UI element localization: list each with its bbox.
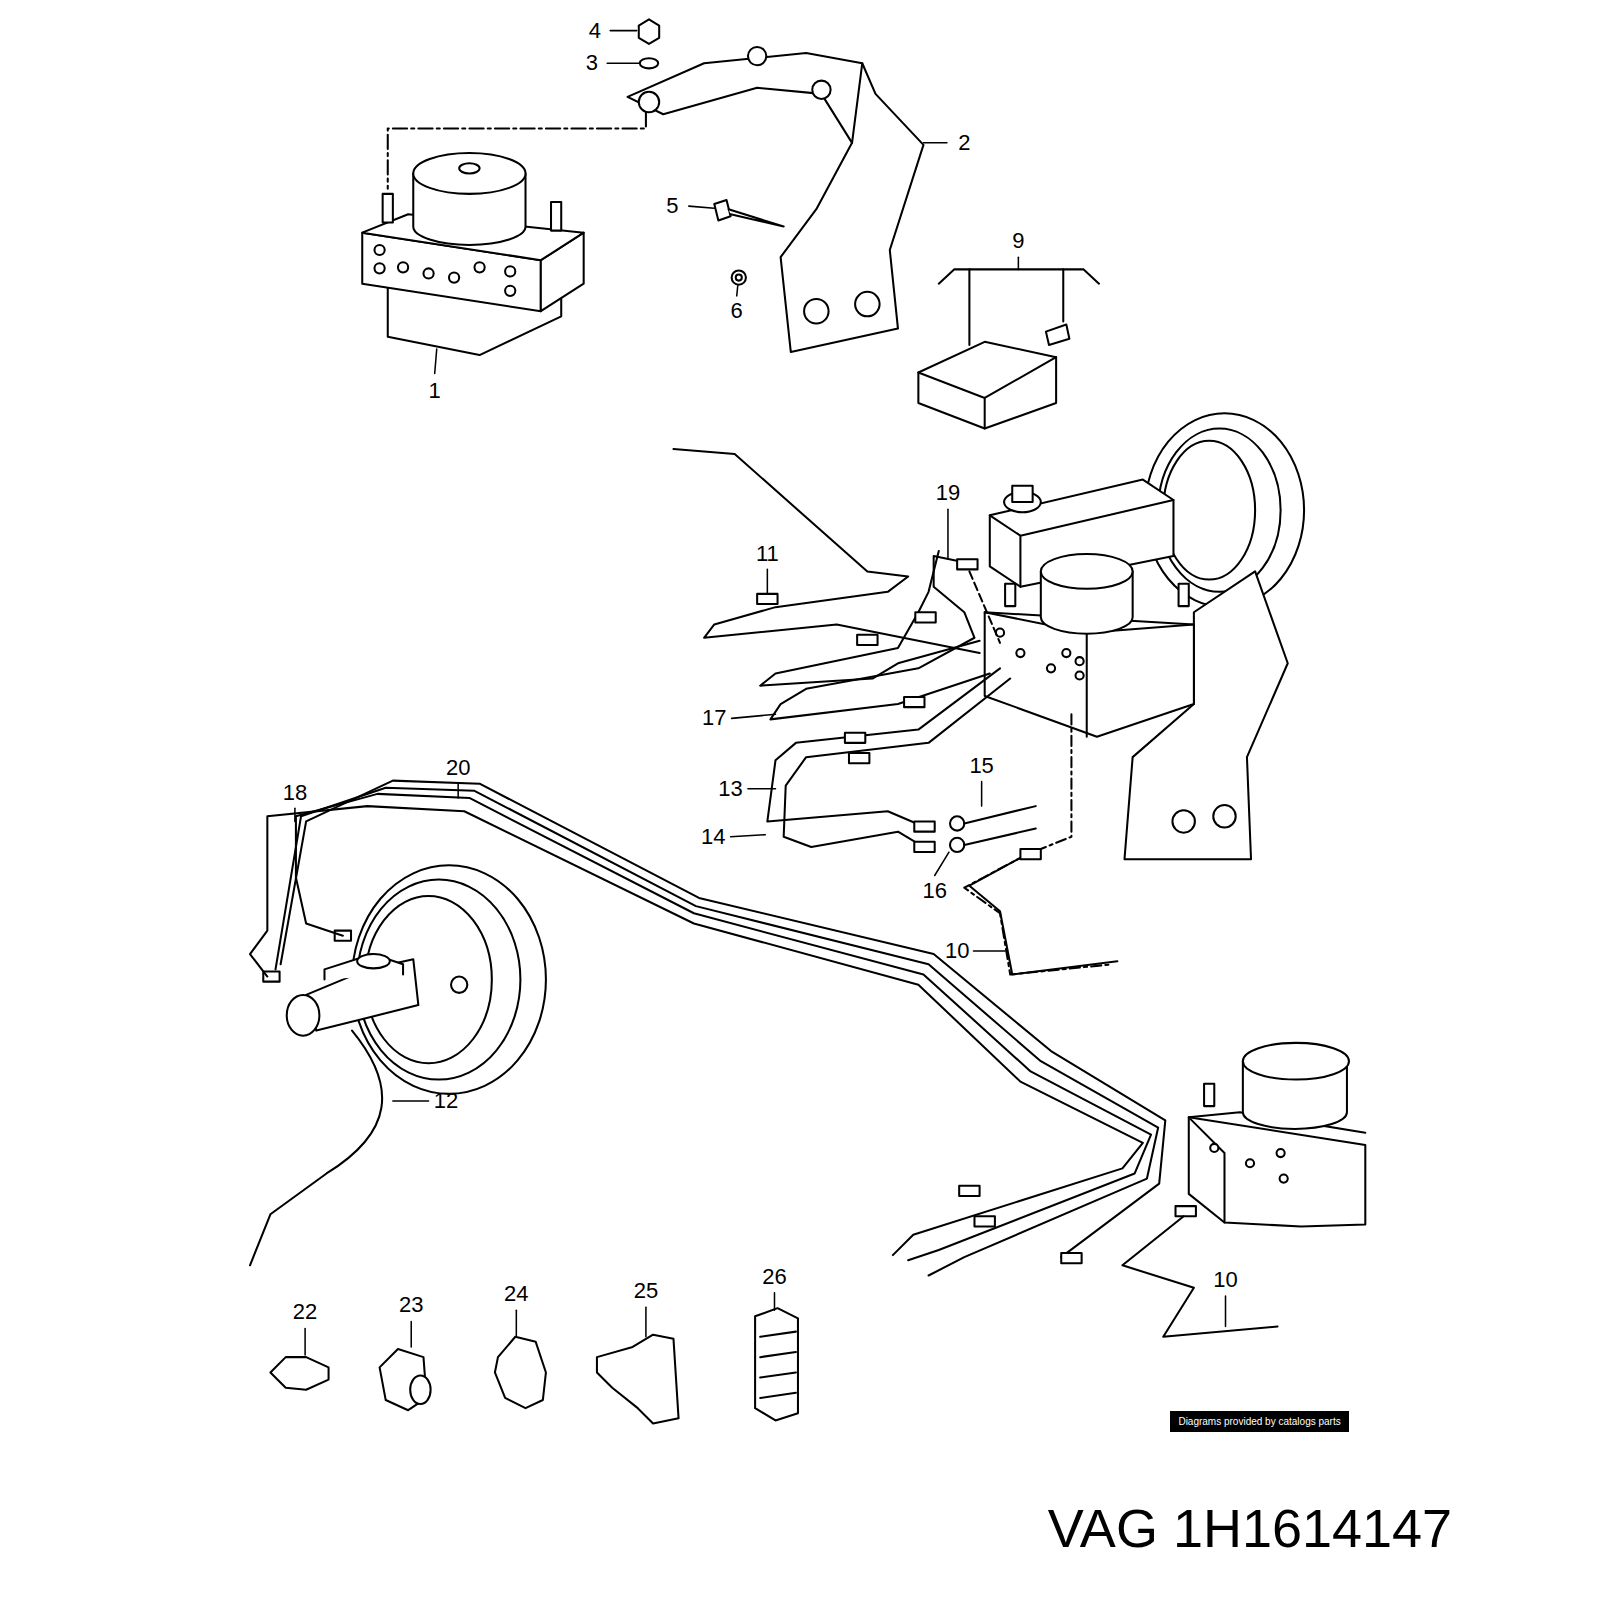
callout-number: 18: [283, 782, 307, 804]
callout-number: 22: [293, 1301, 317, 1323]
callout-number: 6: [731, 300, 743, 322]
callout-number: 19: [936, 482, 960, 504]
callout-number: 4: [589, 20, 601, 42]
callout-number: 24: [504, 1283, 528, 1305]
callout-number: 26: [762, 1266, 786, 1288]
callout-number: 13: [718, 778, 742, 800]
callout-number: 10: [945, 940, 969, 962]
watermark-text: Diagrams provided by catalogs parts: [1178, 1416, 1340, 1427]
callout-number: 11: [756, 543, 779, 565]
callout-number: 5: [666, 195, 678, 217]
callout-number: 10: [1213, 1269, 1237, 1291]
callout-number: 16: [922, 880, 946, 902]
callout-number: 23: [399, 1294, 423, 1316]
callout-number: 20: [446, 757, 470, 779]
callout-number: 17: [702, 707, 726, 729]
callout-number: 25: [634, 1280, 658, 1302]
watermark-band: Diagrams provided by catalogs parts: [1170, 1411, 1348, 1432]
callout-number: 15: [969, 755, 993, 777]
callout-number: 3: [586, 52, 598, 74]
callout-number: 9: [1012, 230, 1024, 252]
callout-number: 14: [701, 826, 725, 848]
callout-number: 1: [429, 380, 441, 402]
part-number: VAG 1H1614147: [1048, 1501, 1452, 1555]
callout-number: 12: [434, 1090, 458, 1112]
callout-number: 2: [958, 132, 970, 154]
